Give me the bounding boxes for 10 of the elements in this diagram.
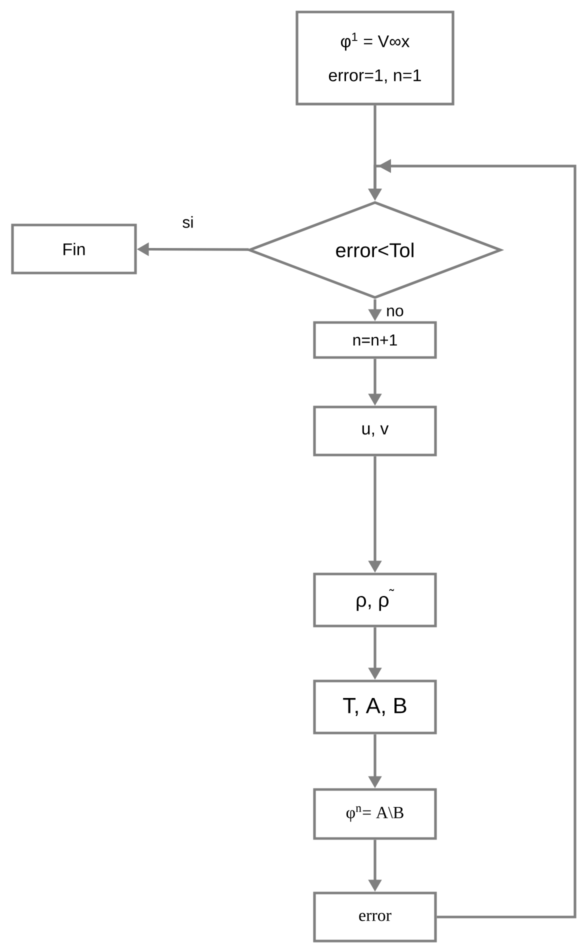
process-box: n=n+1 xyxy=(313,321,437,359)
process-box: T, A, B xyxy=(313,680,437,734)
edge-label: si xyxy=(181,215,195,229)
process-box: φ$^{1}$ = V∞x error=1, n=1 xyxy=(296,10,454,106)
process-box: error xyxy=(313,892,437,942)
edge-label: no xyxy=(385,306,405,318)
process-box: φ$^{n}$= A\B xyxy=(313,788,437,840)
process-box: Fin xyxy=(11,224,137,274)
process-box: ρ, ρ$^{˜}$ xyxy=(313,572,437,628)
process-box: u, v xyxy=(313,406,437,456)
